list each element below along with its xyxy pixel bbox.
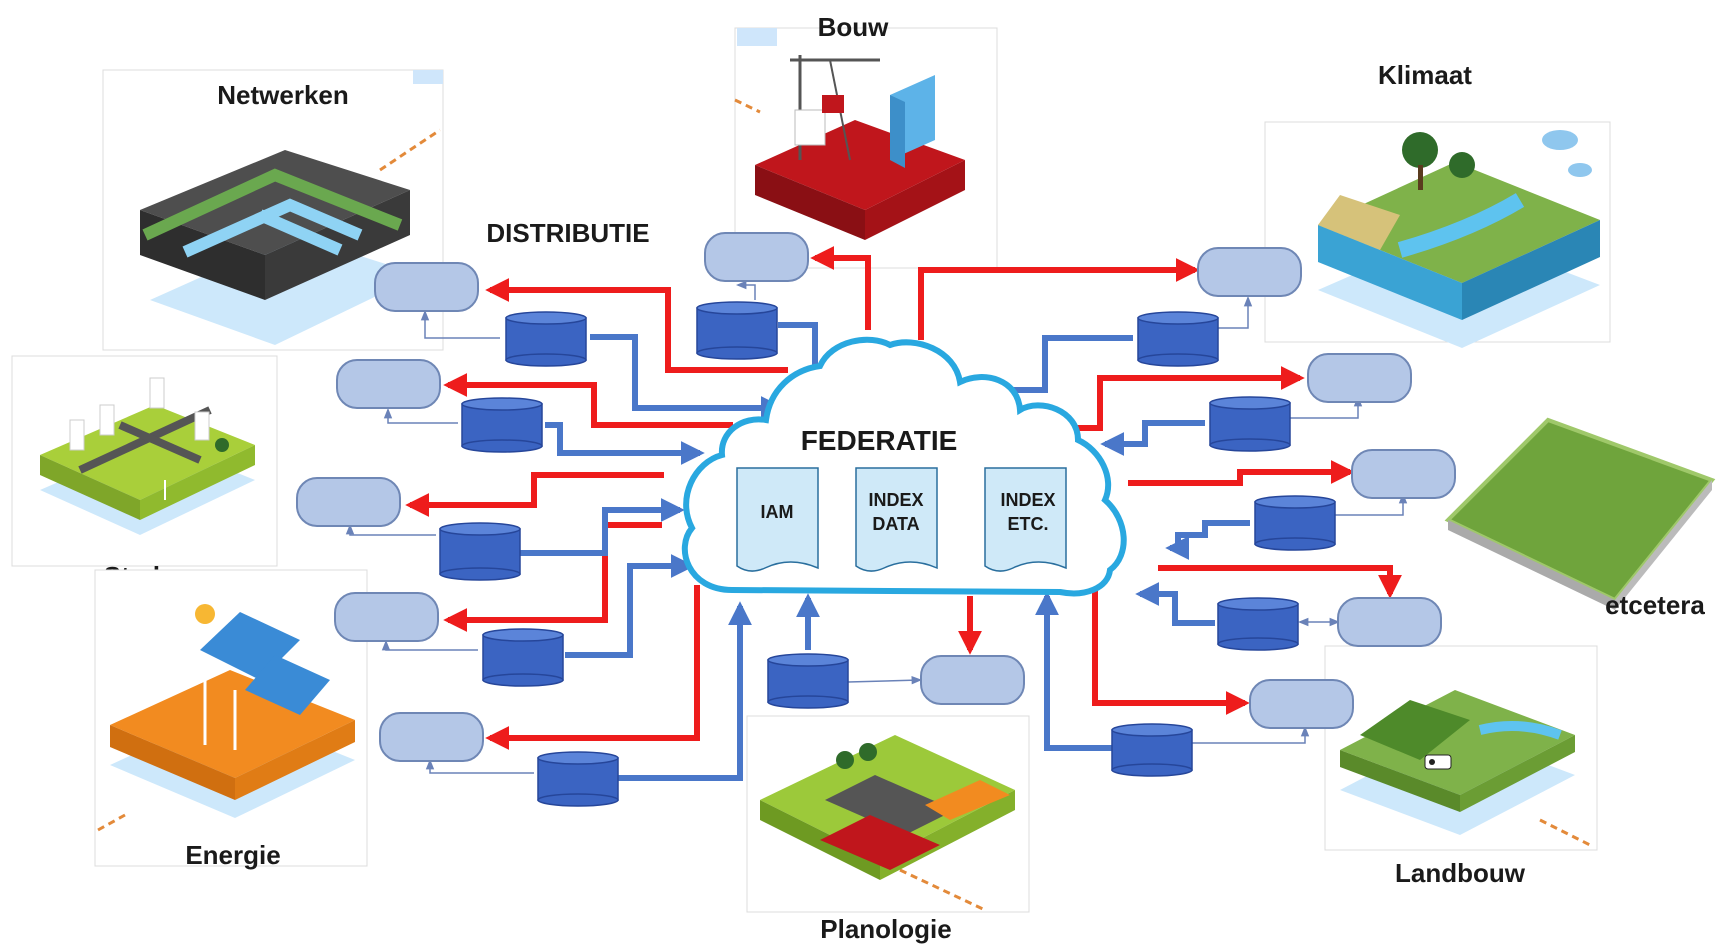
etcetera-tile [1444,417,1716,610]
node-7 [920,655,1025,705]
domain-label-bouw: Bouw [818,12,890,42]
red-arrow-right-4 [1158,565,1402,599]
doc-iam-label-line: IAM [761,502,794,522]
database-2 [461,397,543,453]
doc-index-etc-label-line: ETC. [1007,514,1048,534]
domain-label-planologie: Planologie [820,914,951,944]
database-9 [1209,396,1291,452]
doc-index-etc-label-line: INDEX [1000,490,1055,510]
doc-index-data-label-line: DATA [872,514,919,534]
database-3 [439,522,521,581]
node-8 [1197,247,1302,297]
blue-arrow-left-5 [617,601,752,781]
bouw-tile [734,27,998,269]
domain-label-landbouw: Landbouw [1395,858,1526,888]
red-arrow-left-5 [485,585,700,750]
database-6 [696,301,778,360]
steden-tile [11,355,278,567]
node-5 [379,712,484,762]
node-9 [1307,353,1412,403]
blue-arrow-left-4 [565,554,695,658]
blue-arrow-left-3 [520,498,685,556]
red-arrow-left-4 [443,522,662,632]
blue-arrow-right-2 [1100,420,1205,456]
red-arrow-klimaat [918,258,1200,340]
doc-index-data: INDEX DATA [855,467,938,572]
database-10 [1254,495,1336,551]
node-6 [704,232,809,282]
federatie-title: FEDERATIE [801,425,958,456]
database-5 [537,751,619,807]
red-arrow-right-3 [1128,460,1355,486]
distributie-label: DISTRIBUTIE [486,218,649,248]
node-2 [336,359,441,409]
database-1 [505,311,587,367]
blue-arrow-left-2 [545,422,705,465]
database-11 [1217,597,1299,651]
database-12 [1111,723,1193,777]
doc-iam: IAM [736,467,819,572]
doc-index-data-label-line: INDEX [868,490,923,510]
doc-index-etc-label: INDEX ETC. [1000,490,1055,534]
red-arrow-left-2 [443,373,733,428]
node-12 [1249,679,1354,729]
node-10 [1351,449,1456,499]
blue-arrow-right-5 [1035,591,1112,751]
red-arrow-bouw [810,246,871,330]
blue-arrow-left-1 [590,334,785,420]
red-arrow-steden [405,472,664,517]
doc-index-etc: INDEX ETC. [984,467,1067,572]
landbouw-tile [1324,645,1598,851]
doc-index-data-label: INDEX DATA [868,490,923,534]
klimaat-tile [1264,121,1611,348]
doc-iam-label: IAM [761,502,794,522]
database-7 [767,653,849,709]
domain-label-klimaat: Klimaat [1378,60,1472,90]
domain-label-etcetera: etcetera [1605,590,1705,620]
node-3 [296,477,401,527]
database-4 [482,628,564,687]
red-arrow-landbouw [1092,588,1250,715]
node-1 [374,262,479,312]
red-arrow-netwerken [485,278,788,373]
planologie-tile [746,715,1030,913]
database-8 [1137,311,1219,367]
netwerken-tile [102,69,444,351]
node-4 [334,592,439,642]
domain-label-energie: Energie [185,840,280,870]
blue-arrow-right-3 [1165,520,1250,560]
energie-tile [94,569,368,867]
node-11 [1337,597,1442,647]
domain-label-netwerken: Netwerken [217,80,349,110]
blue-arrow-right-4 [1135,582,1215,626]
